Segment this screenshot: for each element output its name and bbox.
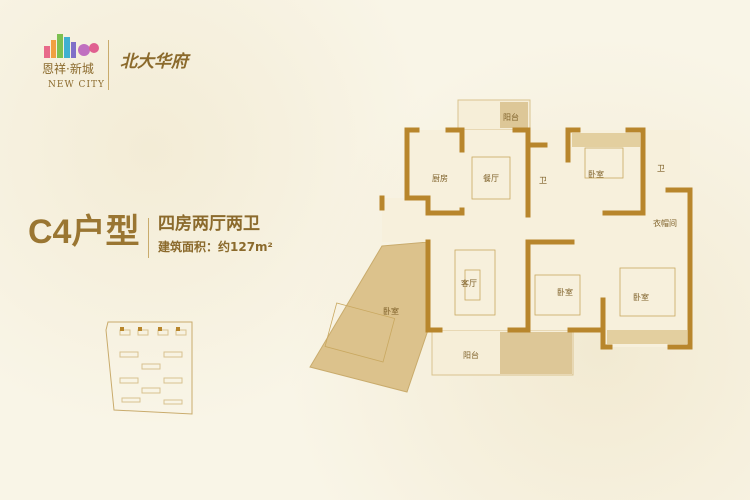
room-label-bedroom-slant: 卧室 bbox=[383, 306, 399, 316]
logo-skyline-icon bbox=[44, 34, 99, 58]
title-divider bbox=[148, 218, 149, 258]
unit-rooms: 四房两厅两卫 bbox=[158, 214, 260, 234]
balcony-bottom-deck bbox=[500, 332, 572, 374]
room-label-bedroom-right: 卧室 bbox=[633, 292, 649, 302]
site-plan-thumbnail bbox=[105, 321, 193, 415]
room-label-balcony-bottom: 阳台 bbox=[463, 350, 479, 360]
room-label-bedroom-mid: 卧室 bbox=[557, 287, 573, 297]
walls bbox=[379, 127, 693, 350]
balcony-top-deck bbox=[500, 102, 528, 128]
room-label-dining: 餐厅 bbox=[483, 174, 499, 183]
unit-area: 建筑面积：约127m² bbox=[158, 240, 273, 254]
logo1-en: NEW CITY bbox=[48, 80, 105, 90]
unit-type-title: C4户型 bbox=[28, 213, 140, 251]
room-label-kitchen: 厨房 bbox=[432, 173, 448, 183]
bedroom-top-window-sill bbox=[572, 133, 640, 147]
room-label-bedroom-top: 卧室 bbox=[588, 169, 604, 179]
room-label-living: 客厅 bbox=[461, 278, 477, 288]
room-label-bath2: 卫 bbox=[657, 164, 665, 173]
logo2-name: 北大华府 bbox=[120, 52, 188, 72]
bedroom-right-window-sill bbox=[607, 330, 687, 344]
logo-divider bbox=[108, 40, 109, 90]
furniture bbox=[324, 147, 676, 363]
room-label-bath1: 卫 bbox=[539, 176, 547, 185]
room-labels: 阳台 厨房 餐厅 卫 卧室 卫 衣帽间 客厅 卧室 卧室 卧室 阳台 bbox=[383, 112, 677, 360]
room-label-balcony-top: 阳台 bbox=[503, 112, 519, 122]
logo1-name: 恩祥·新城 bbox=[42, 62, 94, 76]
room-label-cloakroom: 衣帽间 bbox=[653, 218, 677, 228]
slanted-bedroom-floor bbox=[309, 241, 429, 393]
